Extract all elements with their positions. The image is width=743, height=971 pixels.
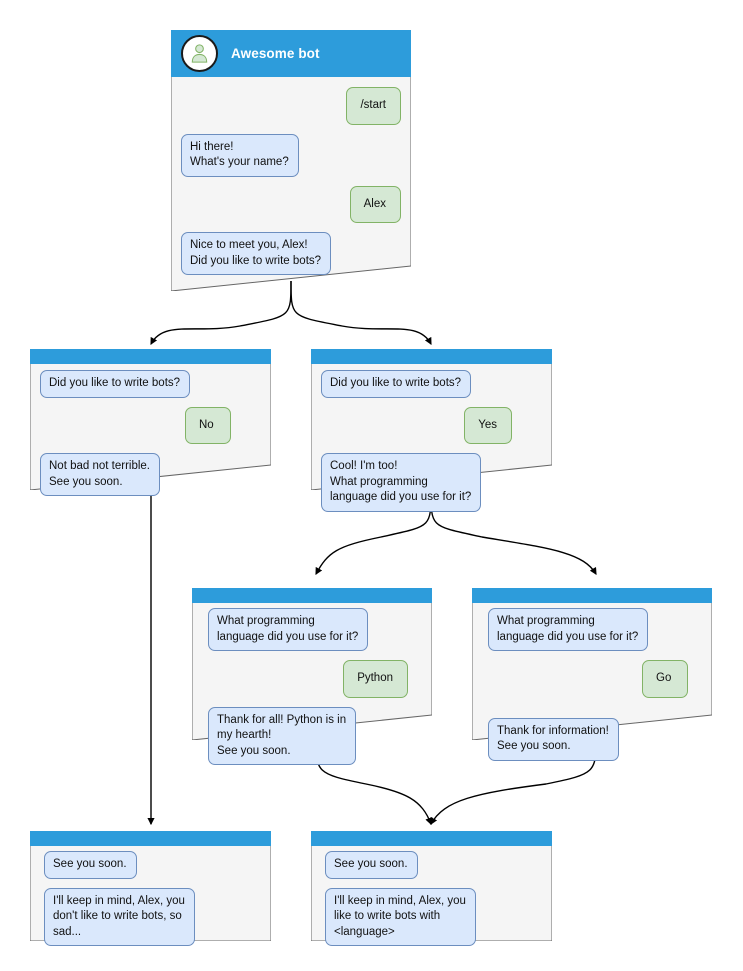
card-header-farewell-sad	[30, 831, 271, 846]
message-row: No	[40, 406, 231, 444]
card-header-language-go	[472, 588, 712, 603]
chat-body-farewell-sad: See you soon. I'll keep in mind, Alex, y…	[30, 846, 271, 946]
user-avatar-icon	[181, 35, 218, 72]
message-row: Alex	[181, 185, 401, 223]
message-row: /start	[181, 87, 401, 125]
card-root[interactable]: Awesome bot /start Hi there! What's your…	[171, 30, 411, 291]
user-message-bubble[interactable]: /start	[346, 87, 401, 125]
bot-message-bubble: Hi there! What's your name?	[181, 133, 299, 177]
message-row: Thank for information! See you soon.	[488, 717, 702, 761]
message-row: What programming language did you use fo…	[208, 608, 422, 651]
bot-message-bubble: I'll keep in mind, Alex, you don't like …	[44, 887, 195, 946]
bot-message-bubble: See you soon.	[325, 851, 418, 879]
message-row: See you soon.	[44, 851, 261, 879]
bot-message-bubble: Cool! I'm too! What programming language…	[321, 453, 482, 512]
bot-message-bubble: See you soon.	[44, 851, 137, 879]
message-row: Thank for all! Python is in my hearth! S…	[208, 706, 422, 765]
chat-body-language-python: What programming language did you use fo…	[192, 603, 432, 765]
card-answer-yes[interactable]: Did you like to write bots? Yes Cool! I'…	[311, 349, 552, 512]
chat-body-root: /start Hi there! What's your name? Alex …	[171, 77, 411, 275]
bot-message-bubble: Thank for information! See you soon.	[488, 717, 619, 761]
message-row: Python	[208, 660, 408, 698]
bot-message-bubble: I'll keep in mind, Alex, you like to wri…	[325, 887, 476, 946]
bot-message-bubble: Nice to meet you, Alex! Did you like to …	[181, 232, 332, 275]
message-row: Go	[488, 660, 688, 698]
user-message-bubble[interactable]: Alex	[349, 185, 401, 223]
user-message-bubble[interactable]: Yes	[464, 406, 512, 444]
card-header-language-python	[192, 588, 432, 603]
message-row: Did you like to write bots?	[40, 370, 261, 398]
bot-message-bubble: Not bad not terrible. See you soon.	[40, 453, 161, 496]
message-row: Cool! I'm too! What programming language…	[321, 453, 542, 512]
bot-message-bubble: Did you like to write bots?	[40, 370, 191, 398]
card-farewell-happy[interactable]: See you soon. I'll keep in mind, Alex, y…	[311, 831, 552, 946]
user-message-bubble[interactable]: Go	[642, 660, 688, 698]
card-language-python[interactable]: What programming language did you use fo…	[192, 588, 432, 765]
message-row: Not bad not terrible. See you soon.	[40, 453, 261, 496]
card-language-go[interactable]: What programming language did you use fo…	[472, 588, 712, 761]
card-header-root: Awesome bot	[171, 30, 411, 77]
message-row: I'll keep in mind, Alex, you like to wri…	[325, 887, 542, 946]
card-header-farewell-happy	[311, 831, 552, 846]
message-row: What programming language did you use fo…	[488, 608, 702, 651]
bot-message-bubble: What programming language did you use fo…	[488, 608, 649, 651]
user-message-bubble[interactable]: No	[185, 406, 231, 444]
message-row: Did you like to write bots?	[321, 370, 542, 398]
chat-body-farewell-happy: See you soon. I'll keep in mind, Alex, y…	[311, 846, 552, 946]
bot-message-bubble: Thank for all! Python is in my hearth! S…	[208, 706, 357, 765]
card-header-answer-no	[30, 349, 271, 364]
chat-body-answer-yes: Did you like to write bots? Yes Cool! I'…	[311, 364, 552, 512]
chat-body-answer-no: Did you like to write bots? No Not bad n…	[30, 364, 271, 496]
message-row: I'll keep in mind, Alex, you don't like …	[44, 887, 261, 946]
card-header-answer-yes	[311, 349, 552, 364]
message-row: Hi there! What's your name?	[181, 133, 401, 177]
bot-message-bubble: What programming language did you use fo…	[208, 608, 369, 651]
card-farewell-sad[interactable]: See you soon. I'll keep in mind, Alex, y…	[30, 831, 271, 946]
message-row: Yes	[321, 406, 512, 444]
card-answer-no[interactable]: Did you like to write bots? No Not bad n…	[30, 349, 271, 496]
chat-body-language-go: What programming language did you use fo…	[472, 603, 712, 761]
user-message-bubble[interactable]: Python	[343, 660, 408, 698]
bot-title: Awesome bot	[231, 46, 320, 61]
message-row: See you soon.	[325, 851, 542, 879]
message-row: Nice to meet you, Alex! Did you like to …	[181, 232, 401, 275]
bot-message-bubble: Did you like to write bots?	[321, 370, 472, 398]
